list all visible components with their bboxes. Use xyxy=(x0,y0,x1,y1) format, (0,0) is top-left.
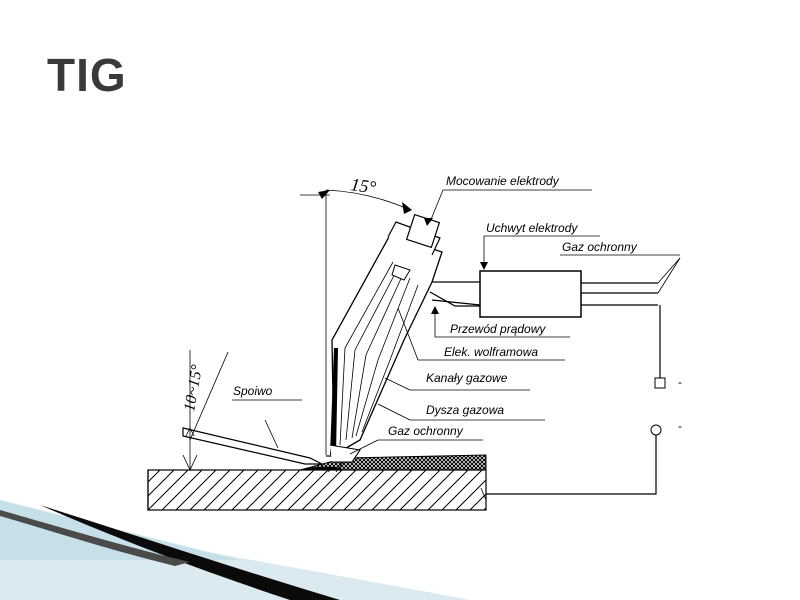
angle-top-label: 15° xyxy=(349,174,377,197)
terminal-minus: - xyxy=(678,419,682,433)
leader-lines xyxy=(349,189,680,455)
torch xyxy=(326,213,443,473)
decorative-swoosh xyxy=(0,500,470,600)
filler-rod xyxy=(182,399,323,465)
angle-top-dimension: 15° xyxy=(300,174,412,455)
angle-side-label: 10~15° xyxy=(181,363,206,413)
angle-side-dimension: 10~15° xyxy=(181,350,229,471)
label-gaz-ochronny-bottom: Gaz ochronny xyxy=(388,424,464,438)
label-kanaly: Kanały gazowe xyxy=(426,371,508,385)
terminal-plus: - xyxy=(678,375,682,389)
labels: Mocowanie elektrody Uchwyt elektrody Gaz… xyxy=(233,174,638,438)
slide-title: TIG xyxy=(47,49,127,101)
label-przewod: Przewód prądowy xyxy=(450,322,546,336)
workpiece xyxy=(147,469,487,511)
electrode-holder: - - xyxy=(429,257,682,501)
label-gaz-ochronny-top: Gaz ochronny xyxy=(562,240,638,254)
label-mocowanie: Mocowanie elektrody xyxy=(446,174,560,188)
label-dysza: Dysza gazowa xyxy=(426,403,504,417)
label-spoiwo: Spoiwo xyxy=(233,384,273,398)
label-elek: Elek. wolframowa xyxy=(444,345,538,359)
weld-bead xyxy=(299,454,487,471)
label-uchwyt: Uchwyt elektrody xyxy=(486,221,578,235)
